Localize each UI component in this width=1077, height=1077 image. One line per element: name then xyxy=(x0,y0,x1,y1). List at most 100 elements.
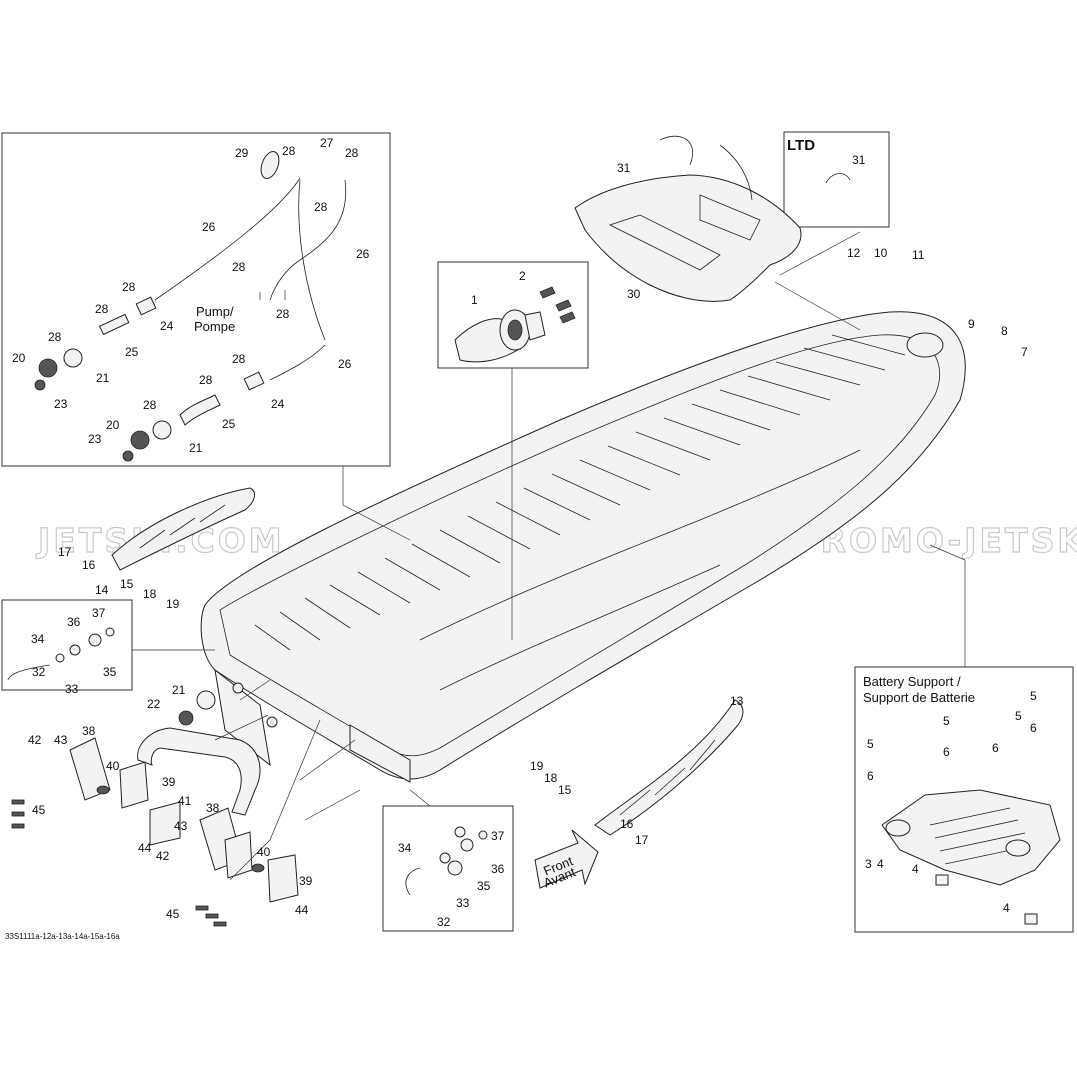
callout: 20 xyxy=(106,418,120,432)
callout: 26 xyxy=(338,357,352,371)
callout: 38 xyxy=(206,801,220,815)
callout: 14 xyxy=(95,583,109,597)
callout: 28 xyxy=(199,373,213,387)
bumper-assembly xyxy=(11,690,299,927)
front-arrow: Front Avant xyxy=(534,829,599,891)
callout: 32 xyxy=(32,665,46,679)
callout: 39 xyxy=(162,775,176,789)
callout: 37 xyxy=(92,606,106,620)
callout: 34 xyxy=(398,841,412,855)
callout: 28 xyxy=(48,330,62,344)
callout: 6 xyxy=(1030,721,1037,735)
callout: 2 xyxy=(519,269,526,283)
callout: 10 xyxy=(874,246,888,260)
callout: 11 xyxy=(912,248,925,262)
callout: 45 xyxy=(166,907,180,921)
callout: 28 xyxy=(345,146,359,160)
ltd-detail-frame xyxy=(783,131,890,228)
bumper-detail-frame-left xyxy=(1,599,133,691)
callout: 3 xyxy=(865,857,872,871)
callout: 18 xyxy=(143,587,157,601)
pump-label-1: Pump/ xyxy=(196,304,234,319)
callout: 21 xyxy=(96,371,110,385)
drain-plug-detail-frame xyxy=(437,261,589,369)
callout: 24 xyxy=(160,319,174,333)
callout: 8 xyxy=(1001,324,1008,338)
callout: 35 xyxy=(477,879,491,893)
callout: 25 xyxy=(125,345,139,359)
callout: 31 xyxy=(617,161,631,175)
callout: 32 xyxy=(437,915,451,929)
callout: 33 xyxy=(456,896,470,910)
callout: 44 xyxy=(138,841,152,855)
callout: 28 xyxy=(314,200,328,214)
leader-lines xyxy=(132,231,966,881)
callout: 28 xyxy=(143,398,157,412)
callout: 28 xyxy=(122,280,136,294)
callout: 17 xyxy=(58,545,72,559)
callout: 20 xyxy=(12,351,26,365)
callout: 5 xyxy=(1030,689,1037,703)
drain-plug-assembly xyxy=(454,286,576,363)
callout: 4 xyxy=(1003,901,1010,915)
callout: 16 xyxy=(82,558,96,572)
callout: 28 xyxy=(95,302,109,316)
callout: 35 xyxy=(103,665,117,679)
ltd-platform xyxy=(574,135,851,302)
callout: 27 xyxy=(320,136,334,150)
pump-label-2: Pompe xyxy=(194,319,235,334)
callout: 15 xyxy=(120,577,134,591)
callout: 16 xyxy=(620,817,634,831)
callout: 5 xyxy=(943,714,950,728)
callout: 19 xyxy=(530,759,544,773)
callout: 15 xyxy=(558,783,572,797)
battery-title-2: Support de Batterie xyxy=(863,690,975,705)
callout: 28 xyxy=(232,352,246,366)
callout: 38 xyxy=(82,724,96,738)
callout: 28 xyxy=(276,307,290,321)
callout: 42 xyxy=(156,849,170,863)
callout: 9 xyxy=(968,317,975,331)
callout: 23 xyxy=(54,397,68,411)
callout: 43 xyxy=(54,733,68,747)
callout: 4 xyxy=(912,862,919,876)
callout: 37 xyxy=(491,829,505,843)
callout: 6 xyxy=(992,741,999,755)
hull xyxy=(200,311,966,783)
callout: 26 xyxy=(202,220,216,234)
callout: 39 xyxy=(299,874,313,888)
callout: 5 xyxy=(1015,709,1022,723)
bumper-detail-frame-bottom xyxy=(382,805,514,932)
callout: 1 xyxy=(471,293,478,307)
callout: 12 xyxy=(847,246,861,260)
bumper-hardware xyxy=(7,627,488,896)
callout: 5 xyxy=(867,737,874,751)
callout: 18 xyxy=(544,771,558,785)
callout: 29 xyxy=(235,146,249,160)
callout: 45 xyxy=(32,803,46,817)
battery-support-part xyxy=(881,789,1061,925)
callout: 6 xyxy=(867,769,874,783)
callout: 44 xyxy=(295,903,309,917)
rub-rails xyxy=(111,487,744,836)
callout: 36 xyxy=(491,862,505,876)
callout: 21 xyxy=(189,441,203,455)
callout: 34 xyxy=(31,632,45,646)
callout: 17 xyxy=(635,833,649,847)
callout: 28 xyxy=(282,144,296,158)
callout: 19 xyxy=(166,597,180,611)
callout: 31 xyxy=(852,153,866,167)
callout: 25 xyxy=(222,417,236,431)
callout: 41 xyxy=(178,794,192,808)
hose-detail-frame xyxy=(1,132,391,467)
callout: 22 xyxy=(147,697,161,711)
callout: 30 xyxy=(627,287,641,301)
callout: 40 xyxy=(257,845,271,859)
reference-code: 33S1111a-12a-13a-14a-15a-16a xyxy=(5,932,120,941)
callout: 24 xyxy=(271,397,285,411)
battery-support-frame xyxy=(854,666,1074,933)
callout: 36 xyxy=(67,615,81,629)
callout: 42 xyxy=(28,733,42,747)
callout: 4 xyxy=(877,857,884,871)
